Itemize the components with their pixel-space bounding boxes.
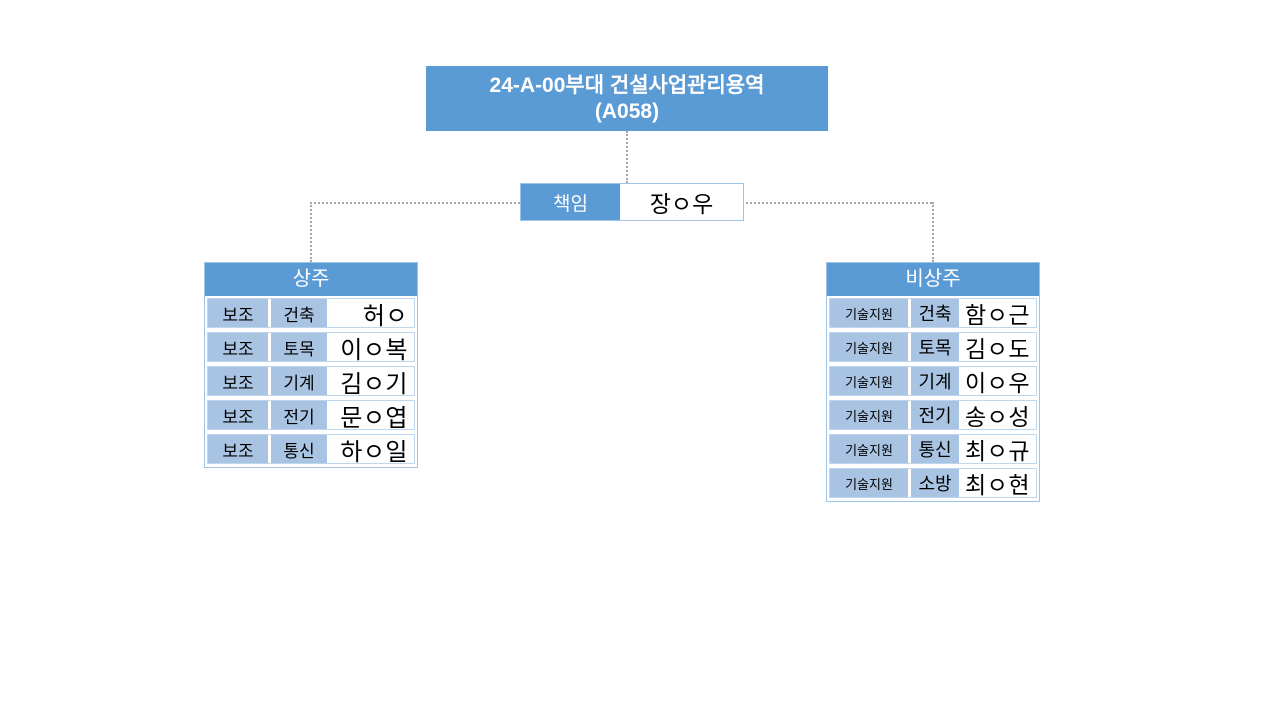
manager-name-label: 장ㅇ우: [620, 184, 743, 220]
row-role: 기술지원: [830, 299, 908, 327]
row-discipline: 기계: [911, 367, 959, 395]
row-discipline: 건축: [271, 299, 327, 327]
row-role: 기술지원: [830, 435, 908, 463]
row-discipline: 전기: [911, 401, 959, 429]
row-name: 함ㅇ근: [959, 299, 1036, 328]
row-role: 기술지원: [830, 469, 908, 497]
row-discipline: 전기: [271, 401, 327, 429]
connector-root-to-manager: [626, 131, 628, 183]
group-non-resident: 비상주 기술지원 건축 함ㅇ근 기술지원 토목 김ㅇ도 기술지원 기계 이ㅇ우 …: [826, 262, 1040, 502]
row-role: 보조: [208, 435, 268, 463]
row-discipline: 통신: [271, 435, 327, 463]
row-role: 보조: [208, 333, 268, 361]
group-non-resident-header: 비상주: [827, 263, 1039, 296]
row-name: 김ㅇ기: [327, 367, 414, 398]
table-row: 보조 토목 이ㅇ복: [207, 332, 415, 364]
row-discipline: 소방: [911, 469, 959, 497]
row-name: 이ㅇ복: [327, 333, 414, 364]
table-row: 보조 전기 문ㅇ엽: [207, 400, 415, 432]
row-name: 이ㅇ우: [959, 367, 1036, 396]
row-discipline: 토목: [271, 333, 327, 361]
project-title-line-1: 24-A-00부대 건설사업관리용역: [489, 73, 765, 97]
group-resident-rows: 보조 건축 허ㅇ 보조 토목 이ㅇ복 보조 기계 김ㅇ기 보조 전기 문ㅇ엽 보…: [205, 296, 417, 467]
row-name: 최ㅇ현: [959, 469, 1036, 498]
row-discipline: 기계: [271, 367, 327, 395]
row-name: 문ㅇ엽: [327, 401, 414, 432]
group-resident-header: 상주: [205, 263, 417, 296]
table-row: 기술지원 토목 김ㅇ도: [829, 332, 1037, 362]
row-discipline: 건축: [911, 299, 959, 327]
group-non-resident-rows: 기술지원 건축 함ㅇ근 기술지원 토목 김ㅇ도 기술지원 기계 이ㅇ우 기술지원…: [827, 296, 1039, 501]
group-resident: 상주 보조 건축 허ㅇ 보조 토목 이ㅇ복 보조 기계 김ㅇ기 보조 전기 문ㅇ…: [204, 262, 418, 468]
project-title-line-2: (A058): [594, 99, 660, 123]
table-row: 기술지원 기계 이ㅇ우: [829, 366, 1037, 396]
connector-bus-to-left-group: [310, 202, 312, 262]
table-row: 보조 기계 김ㅇ기: [207, 366, 415, 398]
row-name: 하ㅇ일: [327, 435, 414, 466]
table-row: 기술지원 통신 최ㅇ규: [829, 434, 1037, 464]
row-name: 최ㅇ규: [959, 435, 1036, 464]
manager-node: 책임 장ㅇ우: [520, 183, 744, 221]
row-name: 송ㅇ성: [959, 401, 1036, 430]
row-role: 기술지원: [830, 401, 908, 429]
row-role: 보조: [208, 367, 268, 395]
row-role: 보조: [208, 401, 268, 429]
table-row: 기술지원 전기 송ㅇ성: [829, 400, 1037, 430]
connector-bus-to-right-group: [932, 202, 934, 262]
table-row: 보조 통신 하ㅇ일: [207, 434, 415, 466]
manager-role-label: 책임: [521, 184, 620, 220]
row-role: 보조: [208, 299, 268, 327]
row-discipline: 토목: [911, 333, 959, 361]
row-discipline: 통신: [911, 435, 959, 463]
table-row: 보조 건축 허ㅇ: [207, 298, 415, 330]
table-row: 기술지원 소방 최ㅇ현: [829, 468, 1037, 498]
row-name: 김ㅇ도: [959, 333, 1036, 362]
table-row: 기술지원 건축 함ㅇ근: [829, 298, 1037, 328]
row-role: 기술지원: [830, 367, 908, 395]
project-title-box: 24-A-00부대 건설사업관리용역 (A058): [426, 66, 828, 131]
row-name: 허ㅇ: [327, 299, 414, 330]
row-role: 기술지원: [830, 333, 908, 361]
